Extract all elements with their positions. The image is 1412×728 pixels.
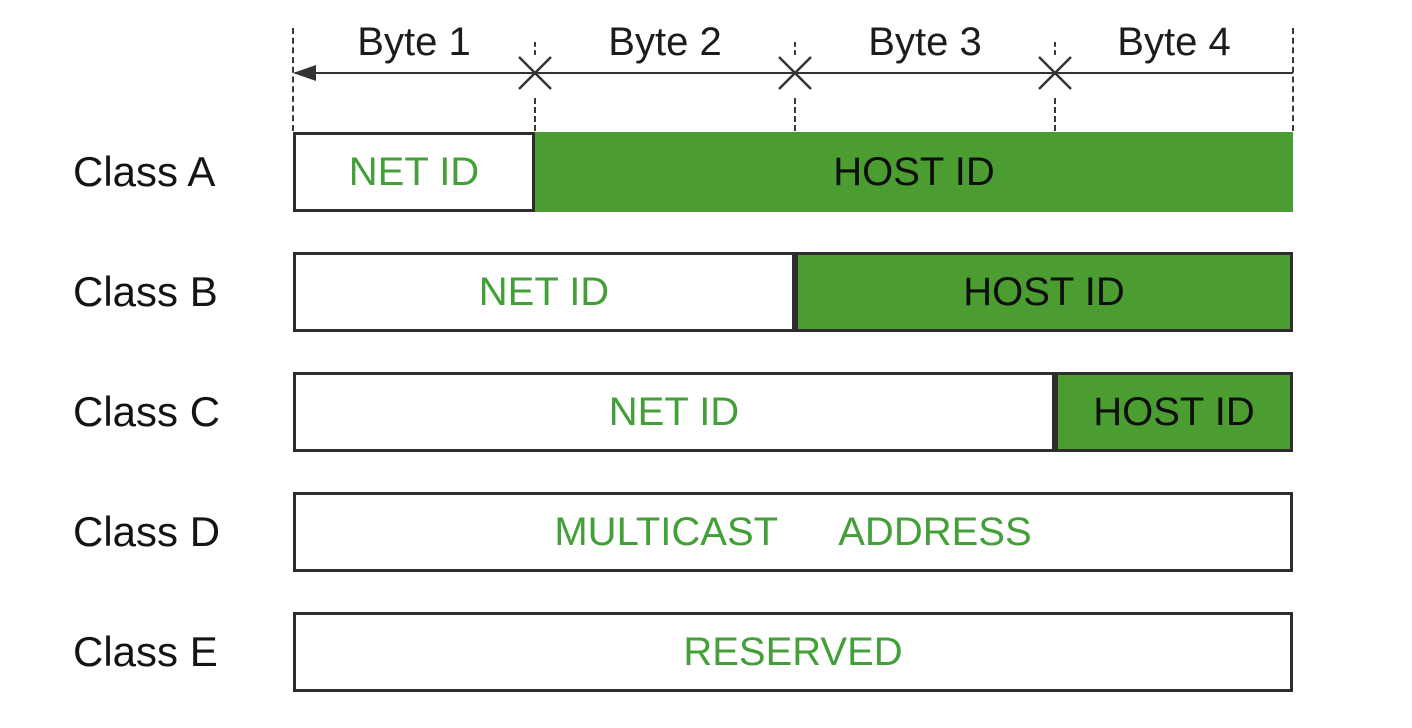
- dashed-boundary-line: [292, 28, 294, 131]
- x-tick-icon: [518, 56, 552, 90]
- byte-label-1: Byte 1: [357, 20, 471, 64]
- class-b-host-id-segment: HOST ID: [795, 252, 1293, 332]
- class-e-row: Class E RESERVED: [0, 612, 1412, 692]
- x-tick-icon: [1038, 56, 1072, 90]
- class-d-multicast-segment: MULTICAST ADDRESS: [293, 492, 1293, 572]
- class-a-label: Class A: [73, 148, 216, 195]
- class-b-net-id-segment: NET ID: [293, 252, 795, 332]
- dashed-boundary-line: [1054, 98, 1056, 131]
- class-e-label: Class E: [73, 628, 218, 675]
- class-c-host-id-segment: HOST ID: [1055, 372, 1293, 452]
- dashed-boundary-line: [794, 98, 796, 131]
- dashed-boundary-line: [794, 42, 796, 55]
- class-e-reserved-segment: RESERVED: [293, 612, 1293, 692]
- dashed-boundary-line: [534, 98, 536, 131]
- class-a-boxes: NET ID HOST ID: [293, 132, 1293, 212]
- dashed-boundary-line: [534, 42, 536, 55]
- arrow-left-icon: [293, 65, 316, 81]
- class-c-label: Class C: [73, 388, 221, 435]
- byte-label-2: Byte 2: [608, 20, 722, 64]
- byte-label-3: Byte 3: [868, 20, 982, 64]
- byte-label-4: Byte 4: [1117, 20, 1231, 64]
- class-d-row: Class D MULTICAST ADDRESS: [0, 492, 1412, 572]
- class-d-label: Class D: [73, 508, 221, 555]
- dashed-boundary-line: [1292, 28, 1294, 131]
- class-a-host-id-segment: HOST ID: [535, 132, 1293, 212]
- class-b-label: Class B: [73, 268, 218, 315]
- x-tick-icon: [778, 56, 812, 90]
- class-b-boxes: NET ID HOST ID: [293, 252, 1293, 332]
- class-c-boxes: NET ID HOST ID: [293, 372, 1293, 452]
- class-a-row: Class A NET ID HOST ID: [0, 132, 1412, 212]
- class-c-row: Class C NET ID HOST ID: [0, 372, 1412, 452]
- class-c-net-id-segment: NET ID: [293, 372, 1055, 452]
- dashed-boundary-line: [1054, 42, 1056, 55]
- class-b-row: Class B NET ID HOST ID: [0, 252, 1412, 332]
- class-a-net-id-segment: NET ID: [293, 132, 535, 212]
- class-d-boxes: MULTICAST ADDRESS: [293, 492, 1293, 572]
- class-e-boxes: RESERVED: [293, 612, 1293, 692]
